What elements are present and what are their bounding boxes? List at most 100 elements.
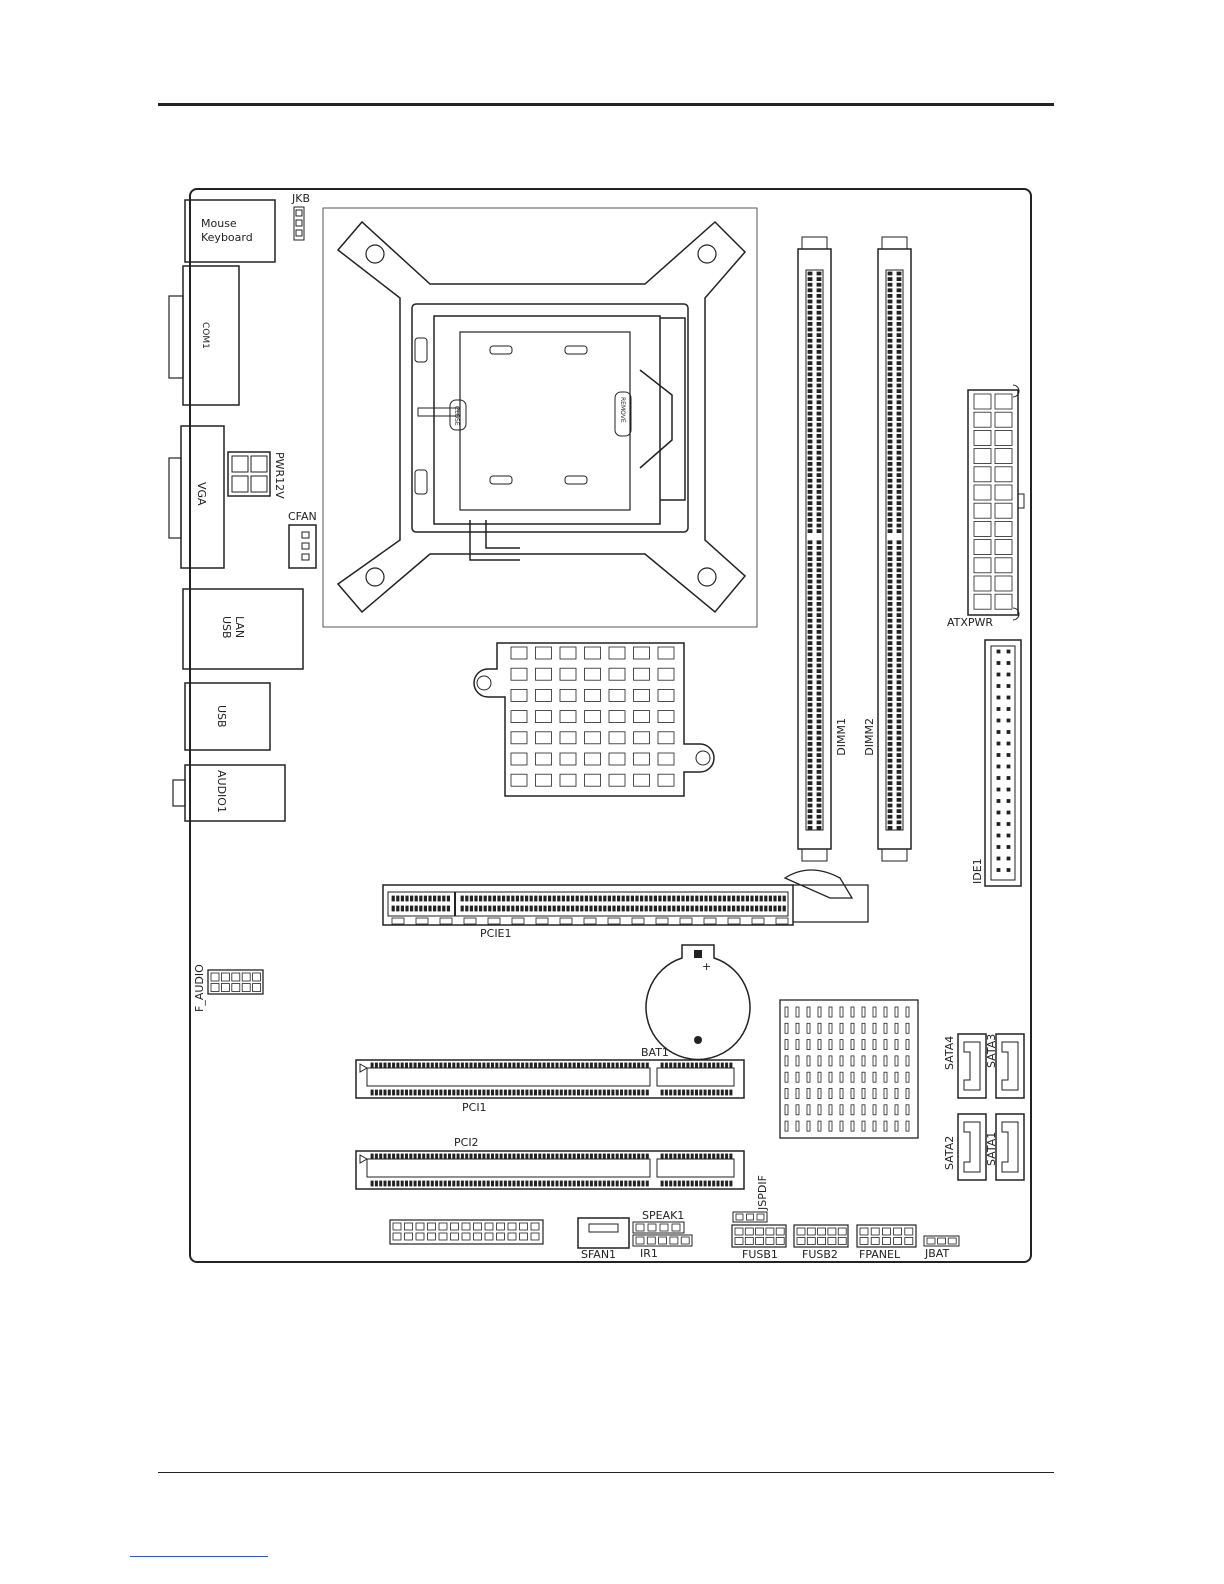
dimm-pin [897, 378, 901, 381]
pci-pin [487, 1181, 489, 1186]
sfan1-header: SFAN1 [578, 1218, 629, 1261]
dimm-pin [888, 518, 892, 521]
dimm-pin [897, 502, 901, 505]
dimm-pin [897, 720, 901, 723]
ide-pin [997, 685, 1000, 688]
pcie-pin [705, 896, 707, 901]
dimm-pin [888, 563, 892, 566]
pcie-pin [447, 896, 449, 901]
pci-pin [560, 1181, 562, 1186]
pci-pin [552, 1181, 554, 1186]
pci-pin [670, 1154, 672, 1159]
header-pin [416, 1223, 424, 1230]
dimm-pin [817, 810, 821, 813]
fpanel-pin [882, 1238, 890, 1245]
dimm-pin [897, 586, 901, 589]
dimm-pin [808, 378, 812, 381]
bat1-battery: + BAT1 [641, 945, 750, 1059]
dimm-pin [897, 726, 901, 729]
heatsink-fin [536, 711, 552, 723]
pcie-pin [732, 896, 734, 901]
fpanel-pin [871, 1228, 879, 1235]
dimm-pin [808, 614, 812, 617]
dimm-pin [897, 742, 901, 745]
dimm-pin [888, 272, 892, 275]
pci-pin [638, 1063, 640, 1068]
vga-label: VGA [195, 482, 208, 506]
f-audio-pin [242, 973, 250, 981]
dimm-pin [808, 328, 812, 331]
dimm-pin [808, 434, 812, 437]
pci-pin [483, 1090, 485, 1095]
sfan1-label: SFAN1 [581, 1248, 616, 1261]
fusb2-pins [797, 1228, 846, 1245]
dimm-pin [897, 714, 901, 717]
ide-pin [997, 777, 1000, 780]
pci-pin [683, 1090, 685, 1095]
heatsink-fin [818, 1040, 821, 1050]
pci-pin [678, 1154, 680, 1159]
pcie-tab [560, 918, 572, 924]
heatsink-fin [796, 1007, 799, 1017]
pci-pin [423, 1090, 425, 1095]
heatsink-fin [658, 668, 674, 680]
heatsink-fin [906, 1105, 909, 1115]
pci-pin [474, 1063, 476, 1068]
pci-pin [625, 1090, 627, 1095]
dimm-pin [808, 647, 812, 650]
dimm-pin [888, 608, 892, 611]
dimm-pin [888, 642, 892, 645]
pci-pin [444, 1154, 446, 1159]
dimm-pin [897, 311, 901, 314]
pci-pin [661, 1154, 663, 1159]
pci-pin [642, 1090, 644, 1095]
header-pin [508, 1233, 516, 1240]
pci-pin [646, 1090, 648, 1095]
southbridge-heatsink [780, 1000, 918, 1138]
dimm-pin [897, 793, 901, 796]
fusb1-label: FUSB1 [742, 1248, 778, 1261]
pci-pin [670, 1181, 672, 1186]
pcie-tab [488, 918, 500, 924]
heatsink-fin [873, 1105, 876, 1115]
dimm-pin [817, 367, 821, 370]
dimm-pin [897, 681, 901, 684]
pci-pin [517, 1063, 519, 1068]
pci-pin [586, 1063, 588, 1068]
ir1-header: IR1 [633, 1235, 692, 1260]
pci-pin [595, 1063, 597, 1068]
pci-pin [440, 1063, 442, 1068]
pci-pin [427, 1063, 429, 1068]
atx-pin [974, 503, 991, 518]
pcie-pin [650, 896, 652, 901]
usb-header-pin [828, 1238, 836, 1245]
pcie-pin [553, 906, 555, 911]
pci-pin [483, 1063, 485, 1068]
heatsink-fin [873, 1089, 876, 1099]
heatsink-fin [884, 1105, 887, 1115]
pcie-pin [410, 896, 412, 901]
heatsink-fin [560, 647, 576, 659]
sata3-connector: SATA3 [985, 1034, 1024, 1098]
pcie-pin [645, 896, 647, 901]
pcie-pin [714, 906, 716, 911]
pci-pin [414, 1181, 416, 1186]
pcie1-slot: PCIE1 [383, 870, 868, 940]
pci-pin [582, 1090, 584, 1095]
dimm-pin [888, 446, 892, 449]
dimm-pin [888, 418, 892, 421]
dimm-pin [888, 440, 892, 443]
heatsink-fin [829, 1056, 832, 1066]
dimm2-pins [888, 272, 901, 829]
pcie-pin [475, 896, 477, 901]
ide-pin [997, 754, 1000, 757]
pcie-pin [415, 906, 417, 911]
pci-pin [423, 1154, 425, 1159]
heatsink-fin [585, 732, 601, 744]
pcie-pin [406, 896, 408, 901]
dimm-pin [808, 429, 812, 432]
dimm-pin [817, 530, 821, 533]
dimm-pin [808, 658, 812, 661]
ide-pin [997, 834, 1000, 837]
pcie-pin [709, 906, 711, 911]
